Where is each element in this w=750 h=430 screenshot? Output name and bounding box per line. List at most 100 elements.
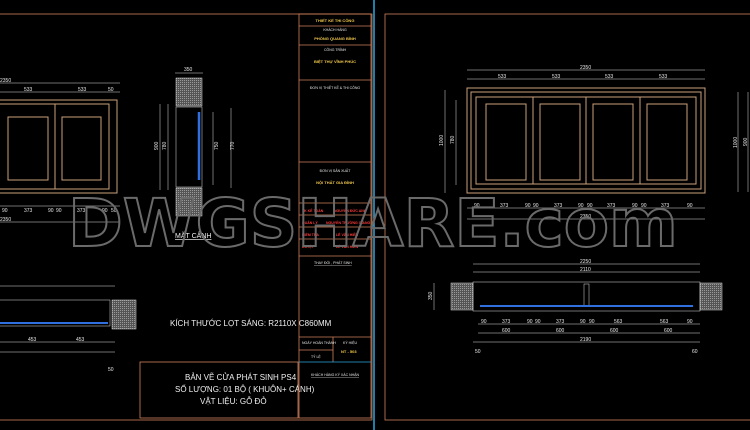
dim-label: 373 [502, 319, 511, 325]
dim-label: 60 [692, 349, 698, 355]
glass-pane [592, 103, 634, 181]
dim-label: 50 [475, 349, 481, 355]
dim-label: 533 [552, 74, 561, 80]
dim-label: 90 [632, 203, 638, 209]
scale-label: TỶ LỆ [311, 354, 321, 359]
role-person: LÊ VĂN HIỀN [336, 232, 359, 237]
dim-label: 90 [474, 203, 480, 209]
dim-label: 2190 [580, 337, 591, 343]
dim-label: 2350 [580, 214, 591, 220]
dim-label: 90 [687, 203, 693, 209]
dim-label: 90 [2, 208, 8, 214]
dim-label: 350 [428, 291, 434, 300]
opening-size-note: KÍCH THƯỚC LỌT SÁNG: R2110X C860MM [170, 319, 332, 328]
dim-label: 90 [527, 319, 533, 325]
glass-pane [539, 103, 581, 181]
role-person: LÊ VĂN HIỀN [336, 244, 359, 249]
right-window-elevation: 2350 533 533 533 533 1000 780 90 373 90 … [439, 65, 749, 220]
dim-label: 600 [664, 328, 673, 334]
dim-label: 90 [578, 203, 584, 209]
dim-label: 533 [24, 87, 33, 93]
dim-label: 2350 [0, 217, 11, 223]
dim-label: 780 [450, 135, 456, 144]
dim-label: 563 [660, 319, 669, 325]
dim-label: 2350 [0, 78, 11, 84]
glass-pane [485, 103, 527, 181]
date-label: NGÀY HOÀN THÀNH [302, 341, 336, 345]
glass-pane [7, 116, 49, 181]
right-window-plan: 2250 2110 350 90 373 90 90 373 90 90 563… [428, 259, 723, 355]
dim-label: 90 [48, 208, 54, 214]
project-name: BIỆT THỰ VĨNH PHÚC [314, 59, 356, 64]
drawing-code: NT - 503 [341, 349, 357, 354]
section-title: MẶT CẮNH [175, 231, 211, 240]
dim-label: 770 [230, 141, 236, 150]
dim-label: 90 [535, 319, 541, 325]
dim-label: 373 [661, 203, 670, 209]
dim-label: 453 [28, 337, 37, 343]
dim-label: 373 [500, 203, 509, 209]
dim-label: 90 [102, 208, 108, 214]
project-label: CÔNG TRÌNH [324, 47, 347, 52]
title-block: THIẾT KẾ THI CÔNG KHÁCH HÀNG PHÒNG QUANG… [298, 13, 372, 419]
dim-label: 750 [214, 141, 220, 150]
dim-label: 373 [554, 203, 563, 209]
dim-label: 90 [533, 203, 539, 209]
dim-label: 900 [154, 141, 160, 150]
dim-label: 533 [78, 87, 87, 93]
dim-label: 533 [498, 74, 507, 80]
dim-label: 600 [610, 328, 619, 334]
glass-pane [646, 103, 688, 181]
dim-label: 50 [111, 208, 117, 214]
right-sheet-frame [384, 13, 750, 421]
dim-label: 90 [687, 319, 693, 325]
client-name: PHÒNG QUANG BÌNH [314, 36, 356, 41]
role-label: KIỂM TRA [302, 232, 319, 237]
client-label: KHÁCH HÀNG [323, 28, 347, 32]
dim-label: 373 [556, 319, 565, 325]
dim-label: 90 [641, 203, 647, 209]
dim-label: 900 [743, 137, 749, 146]
dim-label: 2110 [580, 267, 591, 273]
code-label: KÝ HIỆU [343, 340, 357, 345]
dim-label: 533 [659, 74, 668, 80]
dim-label: 533 [605, 74, 614, 80]
dim-label: 1000 [439, 135, 445, 146]
side-section: 350 900 780 750 770 MẶT CẮNH [154, 67, 236, 240]
dim-label: 373 [24, 208, 33, 214]
notes-box [139, 361, 299, 419]
producer-name: NỘI THẤT GIA ĐÌNH [316, 180, 354, 185]
dim-label: 600 [502, 328, 511, 334]
dim-label: 2350 [580, 65, 591, 71]
note-line: VẬT LIỆU: GỖ ĐỎ [200, 397, 267, 406]
dim-label: 90 [525, 203, 531, 209]
role-label: QUẢN LÝ [302, 220, 318, 225]
role-person: NGUYỄN TRƯỜNG GIANG [326, 220, 370, 225]
left-sheet-frame [0, 13, 373, 421]
dim-label: 2250 [580, 259, 591, 265]
dim-label: 350 [184, 67, 193, 73]
dim-label: 1000 [733, 137, 739, 148]
dim-label: 373 [607, 203, 616, 209]
watermark: DWGSHARE.com [68, 185, 678, 262]
dim-label: 453 [76, 337, 85, 343]
role-label: DUYỆT [302, 244, 315, 249]
dim-label: 563 [614, 319, 623, 325]
dim-label: 780 [162, 141, 168, 150]
dim-label: 90 [589, 319, 595, 325]
dim-label: 373 [77, 208, 86, 214]
role-label: TK KẾ TOÁN [302, 208, 324, 213]
dim-label: 90 [56, 208, 62, 214]
design-stage: THIẾT KẾ THI CÔNG [316, 18, 355, 23]
role-person: NGUYỄN ĐỨC ANH [334, 208, 367, 213]
dim-label: 600 [556, 328, 565, 334]
designer-label: ĐƠN VỊ THIẾT KẾ & THI CÔNG [310, 85, 361, 90]
dim-label: 90 [481, 319, 487, 325]
dim-label: 90 [580, 319, 586, 325]
dim-label: 90 [587, 203, 593, 209]
note-line: BẢN VẼ CỬA PHÁT SINH PS4 [185, 373, 297, 382]
producer-label: ĐƠN VỊ SẢN XUẤT [320, 168, 352, 173]
left-window-plan: 453 453 50 [0, 285, 137, 373]
note-line: SỐ LƯỢNG: 01 BỘ ( KHUÔN+ CÁNH) [175, 384, 315, 394]
